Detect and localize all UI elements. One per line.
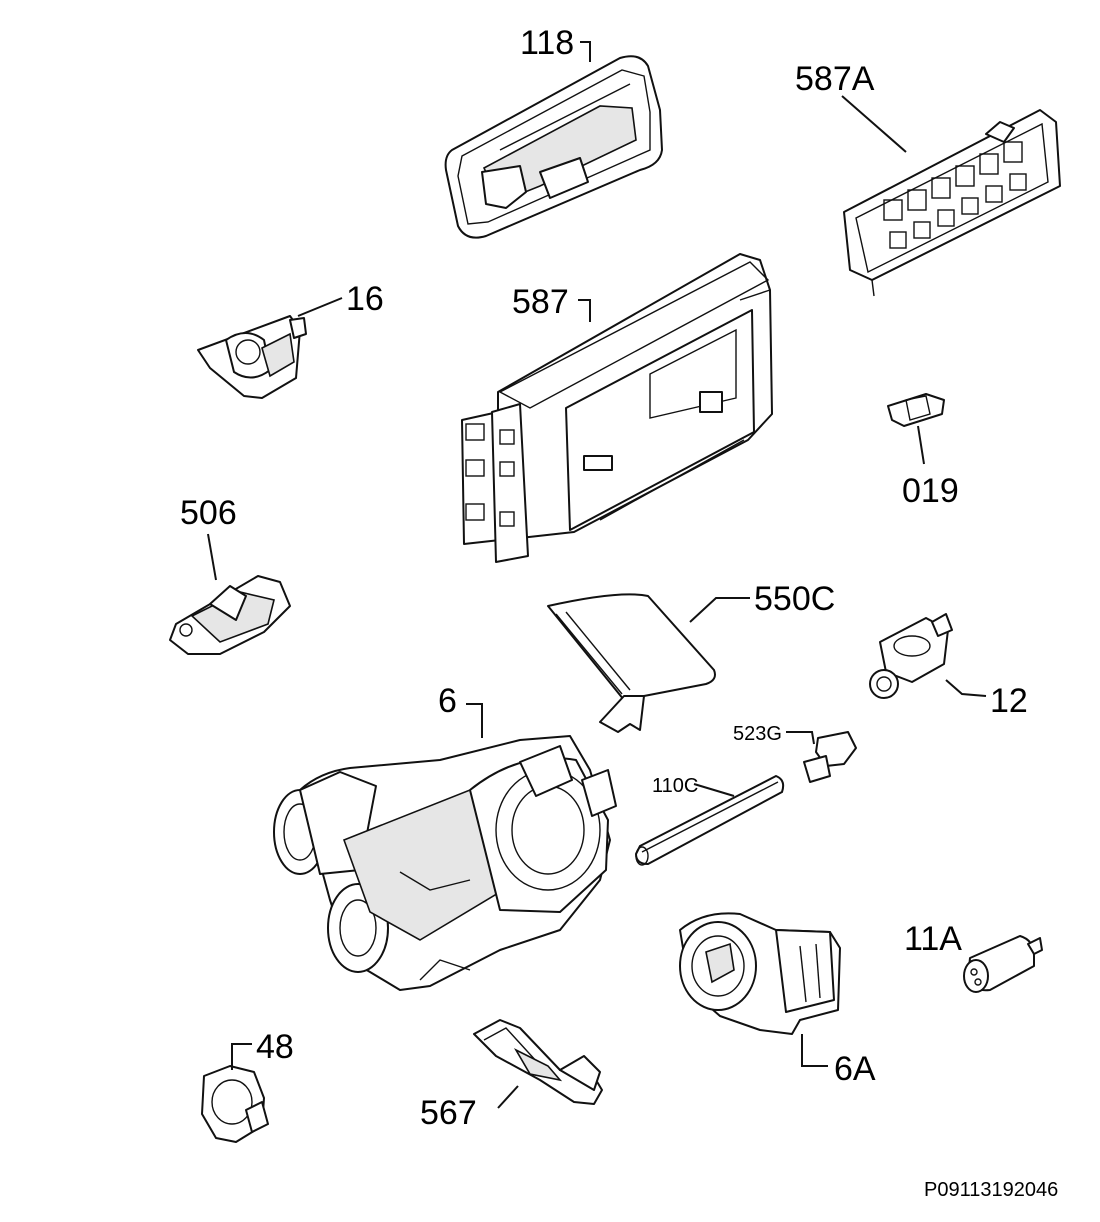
label-110C: 110C (652, 775, 698, 797)
part-019-drawing (887, 393, 945, 427)
part-523G-drawing (803, 731, 857, 783)
part-11A-drawing (963, 935, 1043, 993)
label-48: 48 (256, 1028, 294, 1066)
label-587: 587 (512, 283, 569, 321)
label-16: 16 (346, 280, 384, 318)
part-12-drawing (869, 613, 953, 699)
leader-110C (693, 783, 735, 797)
label-587A: 587A (795, 60, 875, 98)
label-019: 019 (902, 472, 959, 510)
part-48-drawing (201, 1065, 269, 1143)
label-6: 6 (438, 682, 457, 720)
label-523G: 523G (733, 723, 782, 745)
leader-6A (801, 1034, 828, 1067)
part-16-drawing (197, 315, 307, 399)
label-550C: 550C (754, 580, 835, 618)
part-550C-drawing (547, 593, 716, 733)
part-567-drawing (473, 1019, 603, 1105)
part-110C-drawing (635, 775, 785, 866)
leader-587 (578, 299, 591, 322)
leader-019 (917, 425, 925, 465)
label-506: 506 (180, 494, 237, 532)
leader-48 (231, 1043, 252, 1070)
leader-587A (841, 95, 907, 153)
leader-16 (297, 297, 343, 317)
part-6A-drawing (679, 912, 841, 1035)
part-587-drawing (461, 253, 773, 563)
leader-550C (689, 597, 750, 623)
part-587A-drawing (843, 109, 1061, 297)
diagram-code: P09113192046 (924, 1179, 1058, 1201)
part-118-drawing (444, 55, 663, 239)
leader-567 (497, 1085, 519, 1109)
leader-523G (786, 731, 815, 745)
part-506-drawing (169, 575, 291, 655)
leader-506 (207, 533, 217, 581)
leader-12 (945, 679, 987, 697)
label-6A: 6A (834, 1050, 876, 1088)
label-567: 567 (420, 1094, 477, 1132)
leader-6 (466, 703, 483, 738)
label-118: 118 (520, 24, 574, 62)
label-12: 12 (990, 682, 1028, 720)
label-11A: 11A (904, 920, 962, 958)
part-6-drawing (273, 735, 617, 991)
leader-118 (580, 41, 591, 62)
